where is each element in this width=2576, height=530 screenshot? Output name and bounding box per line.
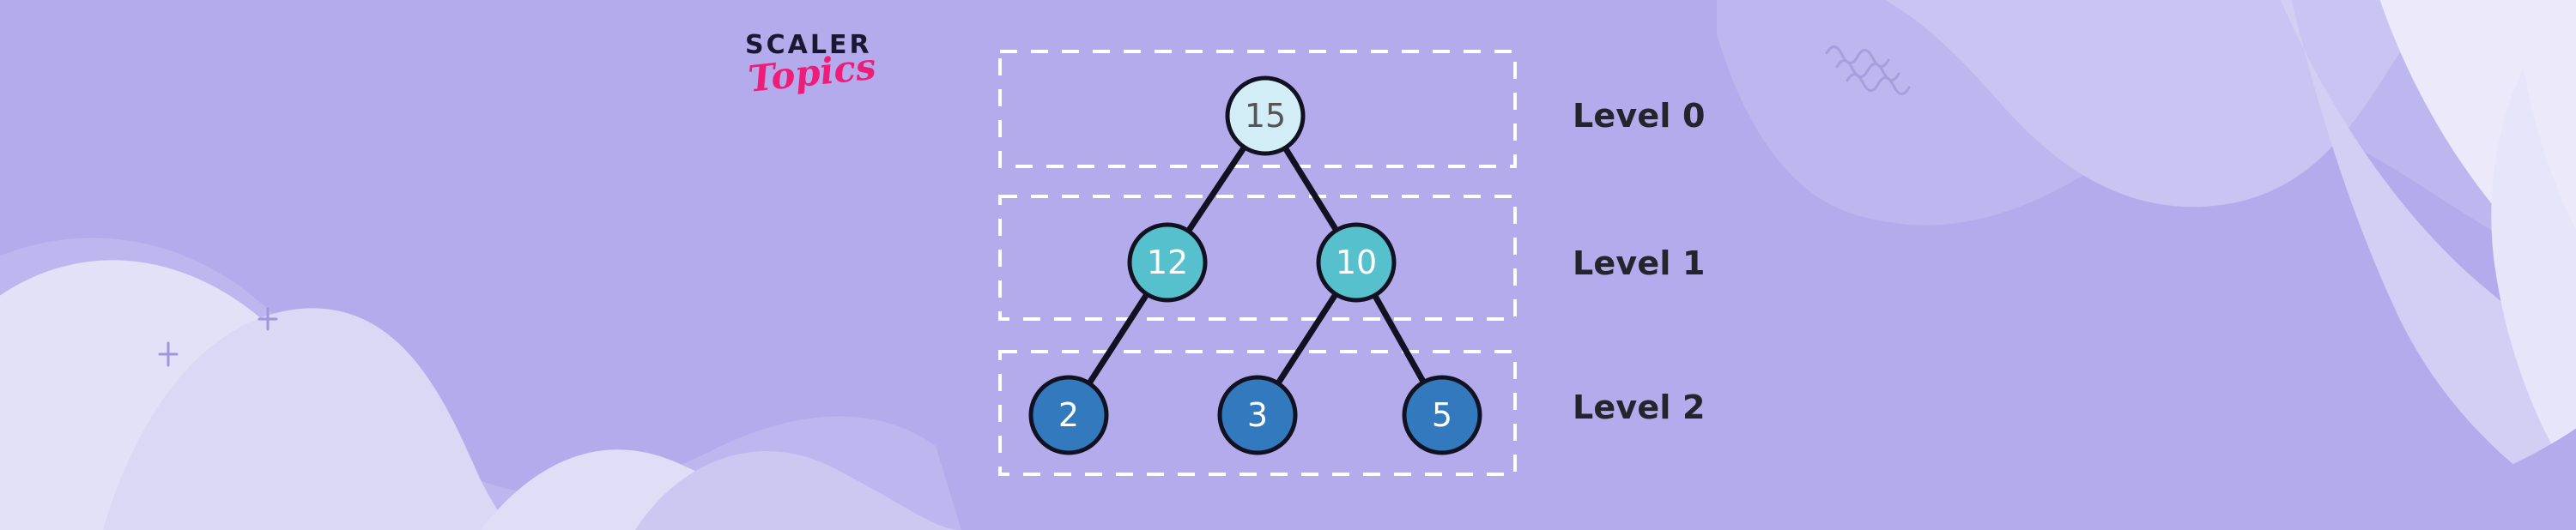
tree-node-circle-2 <box>1028 375 1109 455</box>
tree-node-15[interactable]: 15 <box>1225 75 1306 156</box>
tree-edge-n10-n5 <box>1371 291 1427 387</box>
scaler-topics-logo: SCALER Topics <box>745 33 917 110</box>
tree-nodes-group: 15 12 10 2 3 5 <box>1028 75 1482 455</box>
level-box-1 <box>998 195 1517 321</box>
tree-node-12[interactable]: 12 <box>1127 222 1208 303</box>
tree-edge-n12-n2 <box>1085 289 1151 388</box>
wave-left-low2 <box>635 451 961 530</box>
tree-node-label-15: 15 <box>1245 97 1286 135</box>
tree-node-label-10: 10 <box>1336 244 1377 281</box>
tree-node-circle-15 <box>1225 75 1306 156</box>
tree-node-circle-10 <box>1316 222 1397 303</box>
tree-node-label-2: 2 <box>1058 396 1079 434</box>
level-label-2: Level 2 <box>1573 388 1706 426</box>
tree-node-label-12: 12 <box>1147 244 1188 281</box>
tree-node-2[interactable]: 2 <box>1028 375 1109 455</box>
tree-node-circle-12 <box>1127 222 1208 303</box>
tree-edge-n10-n3 <box>1274 289 1340 388</box>
wave-right-blob <box>1885 0 2446 208</box>
level-label-1: Level 1 <box>1573 244 1706 282</box>
level-label-0: Level 0 <box>1573 97 1706 135</box>
logo-wordmark-scaler: SCALER <box>745 30 872 60</box>
tree-node-label-5: 5 <box>1432 396 1452 434</box>
tree-edge-n15-n12 <box>1184 142 1249 236</box>
tree-node-label-3: 3 <box>1247 396 1268 434</box>
sparkle-decorations <box>158 307 278 367</box>
tree-node-10[interactable]: 10 <box>1316 222 1397 303</box>
tree-node-5[interactable]: 5 <box>1402 375 1482 455</box>
wave-right-white2 <box>2491 69 2576 486</box>
tree-edges-group <box>1085 142 1427 388</box>
wave-left-light2 <box>103 308 524 530</box>
tree-edge-n15-n10 <box>1281 143 1341 235</box>
wave-right-bottom <box>2318 428 2576 530</box>
level-box-0 <box>998 50 1517 168</box>
level-boxes-group <box>998 50 1517 476</box>
tree-node-circle-3 <box>1217 375 1298 455</box>
level-box-2 <box>998 350 1517 476</box>
tree-node-3[interactable]: 3 <box>1217 375 1298 455</box>
tree-node-circle-5 <box>1402 375 1482 455</box>
squiggle-decoration <box>1825 45 1911 95</box>
wave-right-band <box>2280 0 2576 511</box>
